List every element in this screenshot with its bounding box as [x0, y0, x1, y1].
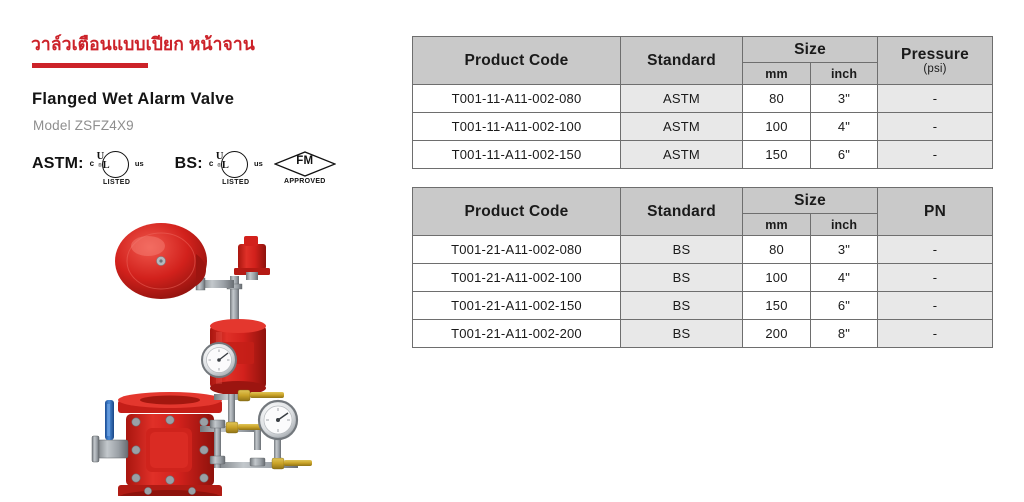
cell-standard: BS: [620, 291, 743, 320]
product-name-heading: Flanged Wet Alarm Valve: [32, 90, 235, 108]
fm-approved-caption: APPROVED: [283, 178, 326, 185]
bs-label: BS:: [174, 155, 203, 172]
header-size: Size: [741, 187, 879, 214]
ul-suffix-us: us: [254, 159, 263, 168]
table-row: T001-21-A11-002-100 BS 100 4" -: [412, 263, 994, 292]
ul-registered-mark: ®: [217, 163, 221, 169]
header-row-secondary: mm inch: [413, 62, 993, 85]
cell-standard: ASTM: [620, 84, 743, 113]
ul-suffix-us: us: [134, 159, 144, 168]
bs-table-header: Product Code Standard Size PN mm inch: [412, 187, 994, 236]
cell-pn: -: [877, 319, 994, 348]
cell-standard: BS: [620, 263, 743, 292]
astm-table-header: Product Code Standard Size Pressure (psi…: [412, 36, 994, 85]
ul-circle-shape: [220, 151, 248, 178]
header-product-code: Product Code: [412, 187, 621, 236]
header-pressure-unit: (psi): [923, 63, 947, 75]
cell-size-inch: 3": [809, 84, 879, 113]
header-pressure-main: Pressure: [901, 46, 969, 63]
ul-letter-l: L: [221, 160, 229, 171]
cell-standard: ASTM: [620, 112, 743, 141]
header-size-mm: mm: [742, 213, 811, 236]
culus-listed-icon-bs: c U ® L us LISTED: [208, 150, 264, 188]
header-size: Size: [741, 36, 879, 63]
ul-circle-shape: [101, 151, 129, 178]
culus-listed-icon: c U ® L us LISTED: [89, 150, 145, 188]
cell-standard: BS: [620, 235, 743, 264]
cell-size-mm: 80: [742, 84, 811, 113]
product-info-panel: วาล์วเตือนแบบเปียก หน้าจาน Flanged Wet A…: [0, 0, 400, 502]
cell-size-inch: 6": [809, 140, 879, 169]
cell-pressure: -: [877, 112, 994, 141]
cell-standard: ASTM: [620, 140, 743, 169]
bs-spec-table: Product Code Standard Size PN mm inch T0…: [412, 187, 994, 348]
cell-product-code: T001-11-A11-002-100: [412, 112, 621, 141]
ul-listed-caption: LISTED: [103, 179, 131, 186]
cell-product-code: T001-11-A11-002-150: [412, 140, 621, 169]
table-row: T001-21-A11-002-080 BS 80 3" -: [412, 235, 994, 264]
cell-size-inch: 6": [809, 291, 879, 320]
cell-size-mm: 150: [742, 140, 811, 169]
header-size-inch: inch: [809, 213, 879, 236]
cell-size-mm: 200: [742, 319, 811, 348]
fm-diamond-shape: [273, 151, 336, 177]
ul-listed-caption: LISTED: [222, 179, 250, 186]
certification-row: ASTM: c U ® L us LISTED BS: c U ® L us L…: [32, 150, 336, 190]
fm-text: FM: [296, 155, 314, 167]
ul-prefix-c: c: [208, 159, 214, 168]
title-accent-rule: [32, 63, 148, 68]
cell-product-code: T001-21-A11-002-080: [412, 235, 621, 264]
table-row: T001-11-A11-002-080 ASTM 80 3" -: [412, 84, 994, 113]
ul-letter-l: L: [102, 160, 110, 171]
fm-approved-icon: FM APPROVED: [273, 150, 336, 188]
astm-spec-table: Product Code Standard Size Pressure (psi…: [412, 36, 994, 169]
table-row: T001-11-A11-002-150 ASTM 150 6" -: [412, 140, 994, 169]
cell-pn: -: [877, 263, 994, 292]
cell-size-inch: 4": [809, 263, 879, 292]
ul-registered-mark: ®: [98, 163, 102, 169]
model-number-label: Model ZSFZ4X9: [33, 118, 134, 133]
cell-pn: -: [877, 235, 994, 264]
cell-size-inch: 8": [809, 319, 879, 348]
cell-pn: -: [877, 291, 994, 320]
thai-product-title: วาล์วเตือนแบบเปียก หน้าจาน: [31, 34, 255, 54]
header-pressure: Pressure (psi): [877, 36, 994, 85]
cell-size-inch: 4": [809, 112, 879, 141]
header-size-mm: mm: [742, 62, 811, 85]
cell-size-mm: 100: [742, 112, 811, 141]
header-standard: Standard: [620, 187, 743, 236]
astm-label: ASTM:: [32, 155, 84, 172]
table-row: T001-21-A11-002-200 BS 200 8" -: [412, 319, 994, 348]
product-photo: [91, 223, 312, 496]
astm-table-body: T001-11-A11-002-080 ASTM 80 3" - T001-11…: [412, 84, 994, 169]
cell-standard: BS: [620, 319, 743, 348]
cell-size-mm: 150: [742, 291, 811, 320]
cell-pressure: -: [877, 140, 994, 169]
cell-product-code: T001-21-A11-002-150: [412, 291, 621, 320]
header-size-inch: inch: [809, 62, 879, 85]
header-standard: Standard: [620, 36, 743, 85]
header-row-primary: Product Code Standard Size PN: [412, 187, 994, 236]
bs-table-body: T001-21-A11-002-080 BS 80 3" - T001-21-A…: [412, 235, 994, 348]
cell-pressure: -: [877, 84, 994, 113]
cell-product-code: T001-11-A11-002-080: [412, 84, 621, 113]
header-row-primary: Product Code Standard Size Pressure (psi…: [412, 36, 994, 85]
cell-product-code: T001-21-A11-002-100: [412, 263, 621, 292]
table-row: T001-11-A11-002-100 ASTM 100 4" -: [412, 112, 994, 141]
ul-prefix-c: c: [89, 159, 95, 168]
header-pn: PN: [877, 187, 994, 236]
ul-letter-u: U: [215, 151, 224, 162]
table-row: T001-21-A11-002-150 BS 150 6" -: [412, 291, 994, 320]
cell-size-inch: 3": [809, 235, 879, 264]
cell-size-mm: 100: [742, 263, 811, 292]
cell-size-mm: 80: [742, 235, 811, 264]
ul-letter-u: U: [96, 151, 105, 162]
cell-product-code: T001-21-A11-002-200: [412, 319, 621, 348]
header-product-code: Product Code: [412, 36, 621, 85]
